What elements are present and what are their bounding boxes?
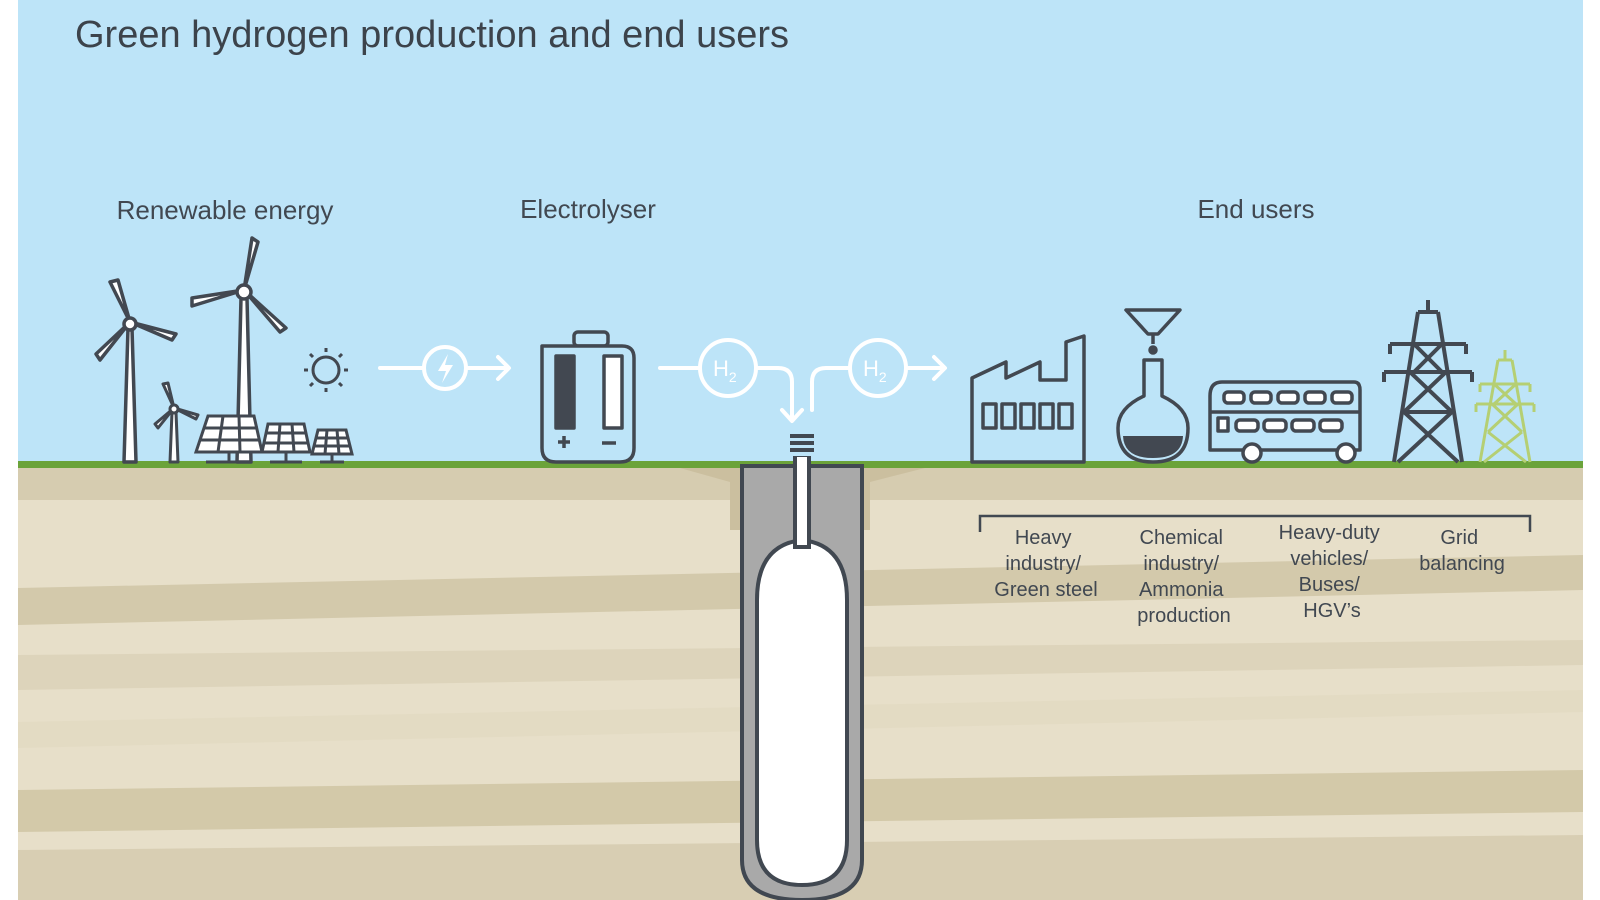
h2-label: H2 <box>863 356 887 385</box>
wind-turbine-icon <box>94 278 178 464</box>
wellhead-icon <box>788 432 816 456</box>
electricity-flow-arrow <box>378 345 511 391</box>
flask-icon <box>1116 308 1190 464</box>
pylon-icon <box>1474 350 1536 464</box>
end-user-label-heavy-duty-vehicles: Heavy-duty vehicles/ Buses/ HGV’s <box>1279 522 1386 622</box>
bus-icon <box>1208 380 1362 464</box>
end-user-label-heavy-industry: Heavy industry/ Green steel <box>994 527 1097 601</box>
section-electrolyser: Electrolyser <box>520 194 656 224</box>
lightning-icon <box>438 354 453 383</box>
factory-icon <box>970 334 1086 464</box>
wind-turbine-icon <box>153 381 200 464</box>
end-users-bracket <box>978 514 1532 532</box>
hydrogen-storage-borehole <box>740 432 864 900</box>
hydrogen-flow-to-end-users <box>810 338 947 412</box>
electrolyser-icon <box>540 330 636 464</box>
hydrogen-flow-to-storage <box>658 338 804 423</box>
end-user-label-grid-balancing: Grid balancing <box>1419 527 1505 575</box>
end-user-label-chemical-industry: Chemical industry/ Ammonia production <box>1137 527 1230 627</box>
sun-icon <box>304 348 348 392</box>
wind-turbine-icon <box>190 236 288 464</box>
storage-cavern <box>755 537 849 888</box>
h2-label: H2 <box>713 356 737 385</box>
solar-panel-icon <box>310 428 354 464</box>
section-end-users: End users <box>1197 194 1314 224</box>
diagram-title: Green hydrogen production and end users <box>75 14 789 56</box>
solar-panel-icon <box>260 422 312 464</box>
pylon-icon <box>1382 300 1474 464</box>
section-renewable-energy: Renewable energy <box>117 195 334 225</box>
